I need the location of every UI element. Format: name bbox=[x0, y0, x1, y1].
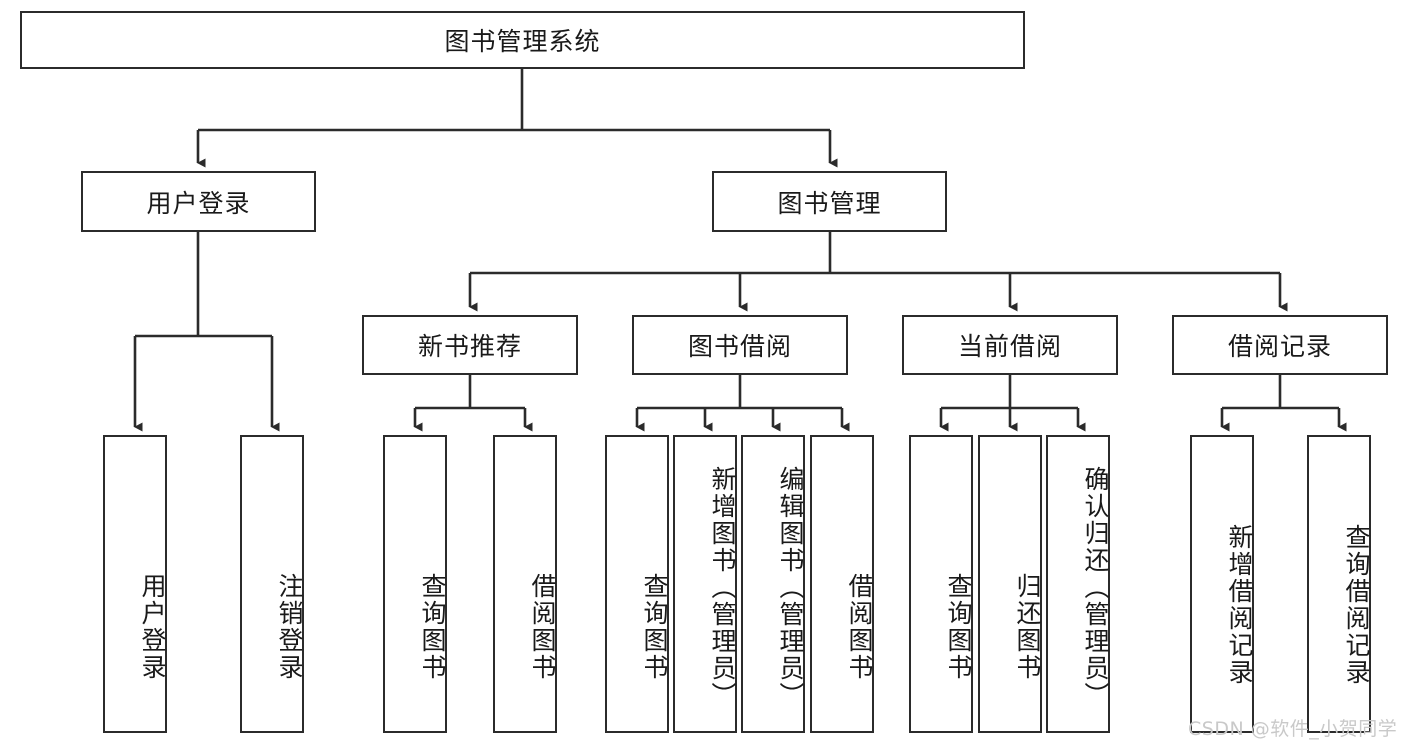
node-label: 新书推荐 bbox=[417, 332, 522, 361]
node-label: 查询图书 bbox=[944, 573, 973, 681]
node-leaf-borrow-book-1[interactable]: 借阅图书 bbox=[493, 435, 557, 733]
node-label: 新增图书（管理员） bbox=[708, 465, 737, 709]
node-leaf-query-record[interactable]: 查询借阅记录 bbox=[1307, 435, 1371, 733]
node-leaf-user-login[interactable]: 用户登录 bbox=[103, 435, 167, 733]
node-label: 归还图书 bbox=[1013, 573, 1042, 681]
node-label: 查询图书 bbox=[418, 573, 447, 681]
node-leaf-return-book[interactable]: 归还图书 bbox=[978, 435, 1042, 733]
node-label: 用户登录 bbox=[146, 188, 251, 218]
node-leaf-borrow-book-2[interactable]: 借阅图书 bbox=[810, 435, 874, 733]
node-leaf-logout-login[interactable]: 注销登录 bbox=[240, 435, 304, 733]
node-new-book-recommend[interactable]: 新书推荐 bbox=[362, 315, 578, 375]
node-label: 借阅图书 bbox=[528, 573, 557, 681]
node-user-login[interactable]: 用户登录 bbox=[81, 171, 316, 232]
node-leaf-add-book[interactable]: 新增图书（管理员） bbox=[673, 435, 737, 733]
node-book-borrow[interactable]: 图书借阅 bbox=[632, 315, 848, 375]
node-label: 编辑图书（管理员） bbox=[776, 465, 805, 709]
node-label: 借阅记录 bbox=[1227, 332, 1332, 361]
csdn-watermark: CSDN @软件_小贺同学 bbox=[1188, 718, 1398, 740]
node-current-borrow[interactable]: 当前借阅 bbox=[902, 315, 1118, 375]
node-book-management-system[interactable]: 图书管理系统 bbox=[20, 11, 1025, 69]
node-label: 查询借阅记录 bbox=[1342, 524, 1371, 686]
node-leaf-query-book-3[interactable]: 查询图书 bbox=[909, 435, 973, 733]
node-label: 图书管理 bbox=[777, 188, 882, 218]
node-label: 注销登录 bbox=[275, 573, 304, 681]
node-leaf-query-book-1[interactable]: 查询图书 bbox=[383, 435, 447, 733]
node-label: 用户登录 bbox=[138, 573, 167, 681]
node-leaf-confirm-return[interactable]: 确认归还（管理员） bbox=[1046, 435, 1110, 733]
node-label: 图书借阅 bbox=[687, 332, 792, 361]
node-leaf-query-book-2[interactable]: 查询图书 bbox=[605, 435, 669, 733]
node-label: 借阅图书 bbox=[845, 573, 874, 681]
node-label: 查询图书 bbox=[640, 573, 669, 681]
node-label: 当前借阅 bbox=[957, 332, 1062, 361]
node-leaf-edit-book[interactable]: 编辑图书（管理员） bbox=[741, 435, 805, 733]
node-borrow-record[interactable]: 借阅记录 bbox=[1172, 315, 1388, 375]
node-label: 确认归还（管理员） bbox=[1081, 465, 1110, 709]
node-label: 图书管理系统 bbox=[444, 27, 601, 56]
node-label: 新增借阅记录 bbox=[1225, 524, 1254, 686]
node-book-manage[interactable]: 图书管理 bbox=[712, 171, 947, 232]
node-leaf-add-record[interactable]: 新增借阅记录 bbox=[1190, 435, 1254, 733]
